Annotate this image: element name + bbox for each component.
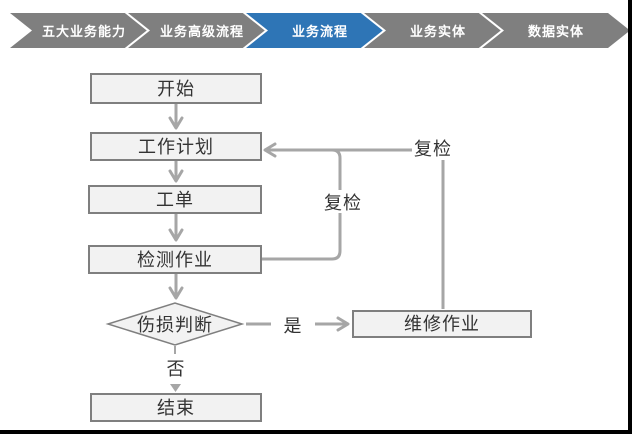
edge-label-yes: 是 bbox=[281, 314, 305, 336]
node-end: 结束 bbox=[90, 393, 262, 422]
page-edge-right bbox=[628, 0, 632, 434]
nav-step-1-label: 五大业务能力 bbox=[42, 24, 126, 39]
node-start: 开始 bbox=[90, 73, 262, 104]
nav-step-3-label: 业务流程 bbox=[292, 24, 348, 39]
nav-step-2-label: 业务高级流程 bbox=[160, 24, 244, 39]
decision-diamond-shape bbox=[105, 302, 245, 346]
node-work-plan: 工作计划 bbox=[90, 132, 262, 161]
nav-step-4-label: 业务实体 bbox=[410, 24, 466, 39]
page-edge-bottom bbox=[0, 430, 632, 434]
nav-step-5[interactable]: 数据实体 bbox=[477, 13, 634, 49]
edge-label-recheck-inner: 复检 bbox=[322, 190, 364, 213]
nav-step-5-label: 数据实体 bbox=[528, 24, 584, 39]
nav-step-5-shape[interactable] bbox=[477, 13, 634, 49]
edge-recheck-repair-to-plan bbox=[263, 142, 445, 309]
decision-diamond-label: 伤损判断 bbox=[137, 315, 213, 335]
node-work-order: 工单 bbox=[88, 185, 262, 214]
chevron-nav: 五大业务能力 业务高级流程 业务流程 业务实体 数据实体 bbox=[5, 13, 634, 49]
edge-label-recheck-outer: 复检 bbox=[412, 136, 454, 160]
node-inspection-job: 检测作业 bbox=[88, 245, 262, 274]
edge-no-arrowhead bbox=[170, 384, 181, 392]
edge-label-no: 否 bbox=[164, 356, 188, 380]
node-repair-job: 维修作业 bbox=[352, 310, 532, 338]
